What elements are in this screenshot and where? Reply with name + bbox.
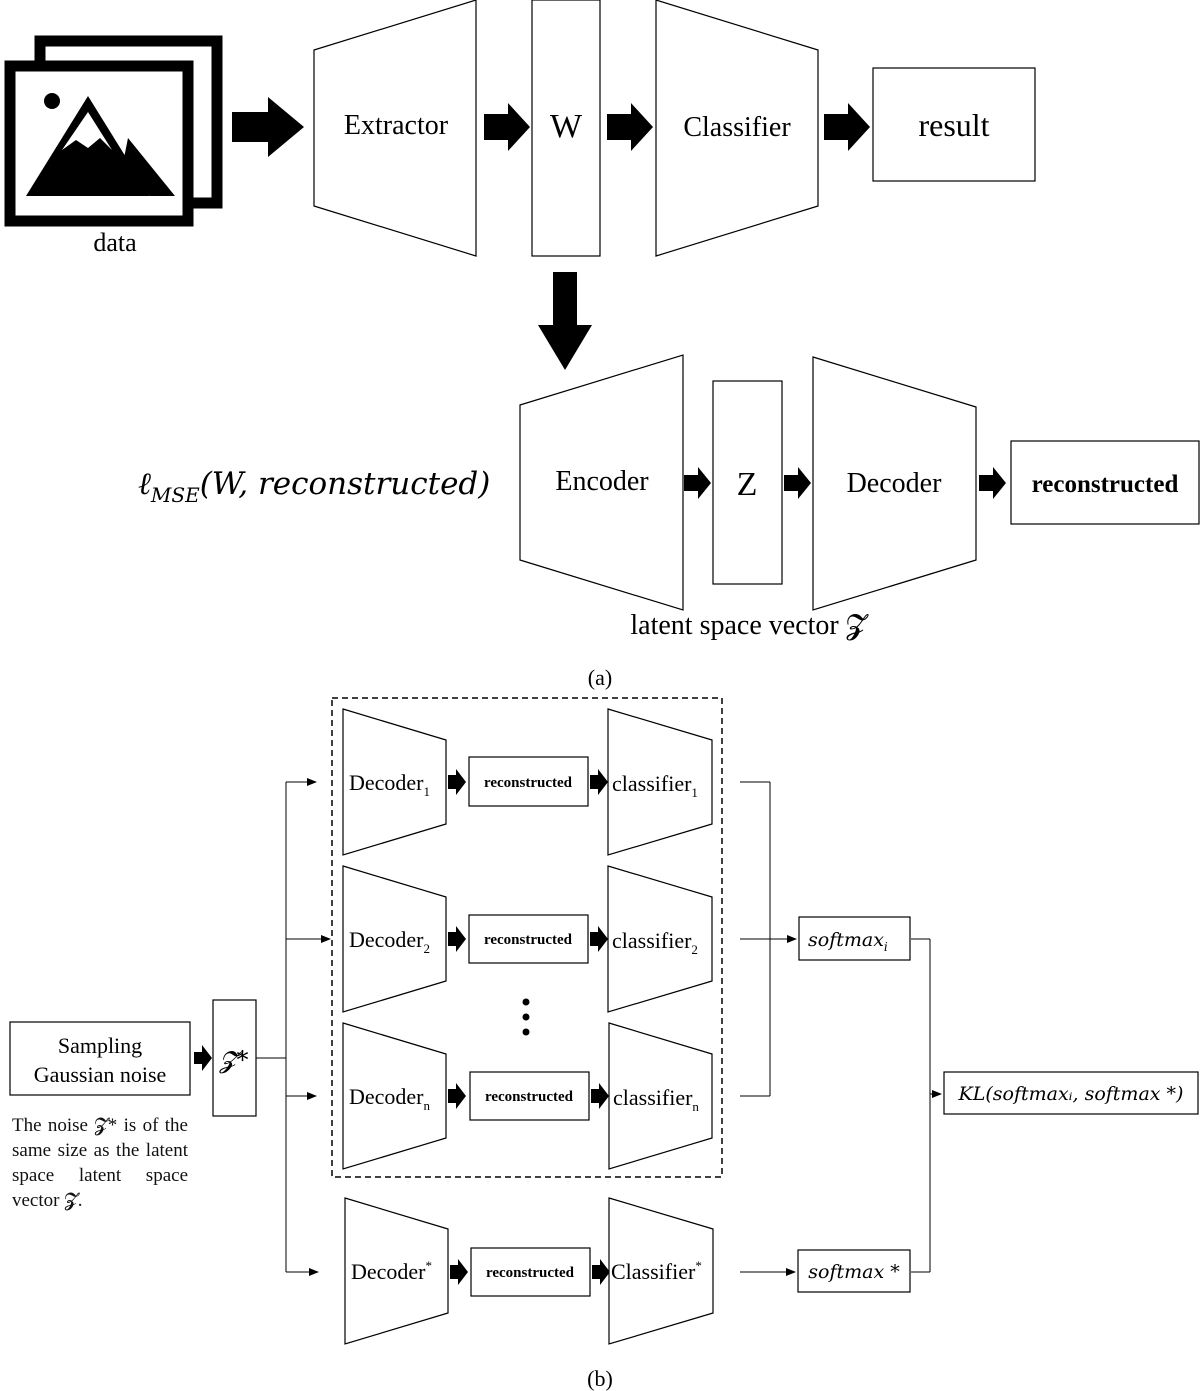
classifier-label: Classifier (683, 112, 791, 143)
z-star-label: 𝓩* (218, 1046, 248, 1074)
reconstructed-n-label: reconstructed (485, 1089, 574, 1105)
sampling-line-1: Sampling (58, 1033, 142, 1058)
noise-caption: The noise 𝓩* is of the same size as the … (12, 1115, 188, 1211)
decoder-block (812, 356, 977, 611)
kl-label: KL(softmaxᵢ, softmax *) (958, 1083, 1184, 1105)
encoder-label: Encoder (555, 466, 649, 497)
reconstructed-2-label: reconstructed (484, 932, 573, 948)
latent-caption: latent space vector 𝓩 (630, 610, 868, 641)
decoder-1-label: Decoder1 (349, 770, 430, 799)
kl-box (943, 1071, 1199, 1115)
z-label: Z (737, 466, 758, 503)
classifier-2-block (607, 865, 713, 1013)
ensemble-dashed-box (331, 697, 723, 1178)
sampling-line-2: Gaussian noise (34, 1062, 167, 1087)
classifier-2-label: classifier2 (612, 928, 698, 957)
panel-b-label: (b) (587, 1366, 613, 1391)
arrow-noise-to-z (194, 1045, 212, 1071)
reconstructed-label: reconstructed (1032, 471, 1179, 498)
classifier-1-block (607, 708, 713, 856)
classifier-n-label: classifiern (613, 1085, 699, 1114)
ensemble-row-2: Decoder2 reconstructed classifier2 (342, 865, 713, 1013)
decoder-label: Decoder (847, 468, 943, 499)
classifier-star-label: Classifier* (611, 1258, 702, 1284)
arrow-row-1b (590, 769, 608, 795)
ensemble-row-n: Decodern reconstructed classifiern (342, 1022, 713, 1170)
arrow-row-na (448, 1083, 466, 1109)
panel-a-label: (a) (588, 665, 612, 690)
star-row: Decoder* reconstructed Classifier* (344, 1197, 714, 1345)
reconstructed-n-box (469, 1071, 590, 1121)
reconstructed-star-box (470, 1247, 591, 1297)
data-label: data (93, 228, 137, 257)
reconstructed-star-label: reconstructed (486, 1265, 575, 1281)
result-label: result (918, 107, 989, 143)
reconstructed-box (1010, 440, 1200, 525)
decoder-n-block (342, 1022, 447, 1170)
softmax-bracket-lines (740, 781, 942, 1276)
mse-loss-formula: ℓMSE(W, reconstructed) (138, 466, 490, 507)
arrow-star-b (592, 1259, 610, 1285)
classifier-star-block (608, 1197, 714, 1345)
branch-lines (256, 778, 331, 1276)
w-label: W (550, 108, 583, 145)
arrow-row-1a (448, 769, 466, 795)
classifier-n-block (608, 1022, 713, 1170)
reconstructed-1-label: reconstructed (484, 775, 573, 791)
softmax-star-box (797, 1249, 911, 1293)
decoder-2-label: Decoder2 (349, 927, 430, 956)
result-box (872, 67, 1036, 182)
arrow-row-nb (591, 1083, 609, 1109)
decoder-star-block (344, 1197, 449, 1345)
decoder-1-block (342, 708, 447, 856)
reconstructed-2-box (468, 914, 589, 964)
softmax-star-label: softmax * (808, 1261, 900, 1283)
ensemble-row-1: Decoder1 reconstructed classifier1 (342, 708, 713, 856)
encoder-block (519, 354, 684, 611)
z-star-box (212, 999, 257, 1117)
decoder-star-label: Decoder* (351, 1258, 432, 1284)
softmax-i-label: softmaxi (808, 929, 888, 954)
classifier-block (655, 0, 819, 257)
ellipsis-dots (522, 998, 530, 1036)
arrow-star-a (450, 1259, 468, 1285)
softmax-i-box (798, 916, 911, 961)
data-image-icon (4, 35, 223, 227)
arrow-row-2a (448, 926, 466, 952)
reconstructed-1-box (468, 756, 589, 807)
decoder-2-block (342, 865, 447, 1013)
arrow-row-2b (590, 926, 608, 952)
classifier-1-label: classifier1 (612, 771, 698, 800)
extractor-block (313, 0, 477, 257)
flow-arrows-a (232, 97, 1006, 499)
extractor-label: Extractor (344, 110, 449, 141)
sampling-noise-box (9, 1021, 191, 1096)
z-block (712, 380, 783, 585)
w-block (531, 0, 601, 257)
decoder-n-label: Decodern (349, 1084, 431, 1113)
